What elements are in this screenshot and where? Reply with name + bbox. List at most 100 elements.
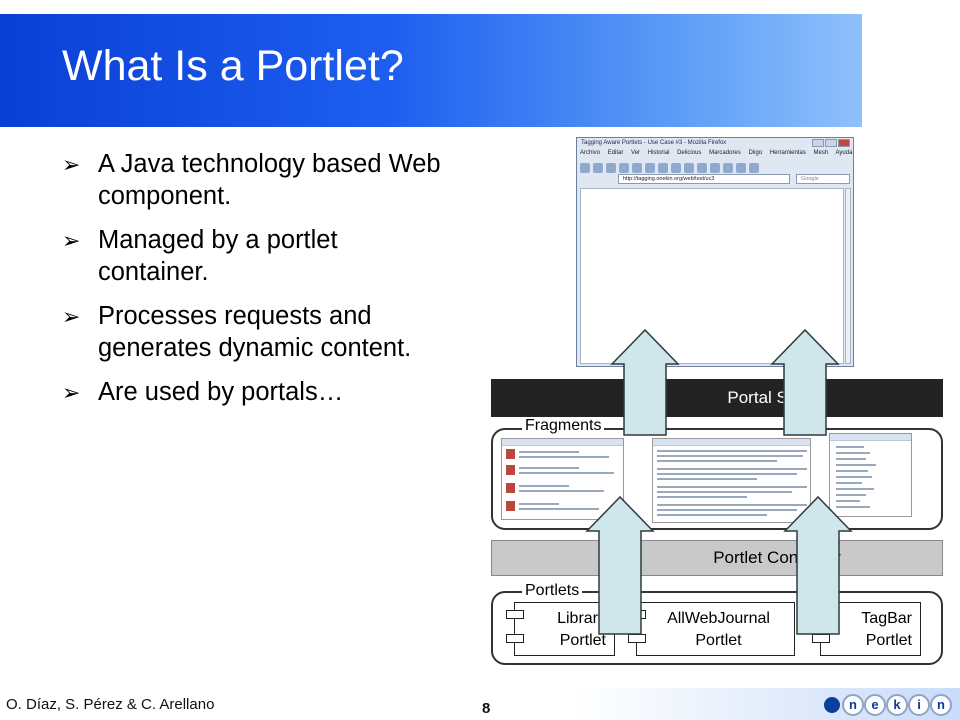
portlets-group <box>491 591 943 665</box>
text-line <box>836 482 862 484</box>
logo-letter: k <box>886 694 908 716</box>
portlets-label: Portlets <box>522 582 583 600</box>
maximize-icon[interactable] <box>825 139 837 147</box>
footer-band <box>0 688 960 720</box>
up-arrow-icon <box>610 328 680 436</box>
slide-title: What Is a Portlet? <box>62 42 404 90</box>
arrow-bullet-icon: ➢ <box>62 304 81 329</box>
fragment-titlebar <box>502 439 623 446</box>
allwebjournal-fragment <box>652 438 811 523</box>
component-tab-icon <box>506 610 524 619</box>
toolbar-icon[interactable] <box>684 163 694 173</box>
text-line <box>657 509 797 511</box>
menu-item[interactable]: Ver <box>631 150 641 156</box>
menu-item[interactable]: Editar <box>607 150 624 156</box>
bullet-item: ➢ Managed by a portlet container. <box>62 224 452 288</box>
text-line <box>836 506 870 508</box>
up-arrow-icon <box>783 495 853 635</box>
menu-item[interactable]: Herramientas <box>769 150 806 156</box>
bullet-item: ➢ Are used by portals… <box>62 376 452 408</box>
text-line <box>519 503 559 505</box>
close-icon[interactable] <box>838 139 850 147</box>
text-line <box>836 500 860 502</box>
back-icon[interactable] <box>580 163 590 173</box>
text-line <box>657 478 757 480</box>
menu-item[interactable]: Ayuda <box>835 150 853 156</box>
logo-letter: n <box>930 694 952 716</box>
browser-toolbar <box>580 160 762 173</box>
title-banner <box>0 14 862 127</box>
menu-item[interactable]: Diigo <box>748 150 763 156</box>
onekin-logo: n e k i n <box>822 690 957 718</box>
library-fragment <box>501 438 624 520</box>
bullet-text: Processes requests and generates dynamic… <box>98 302 412 362</box>
logo-letter: n <box>842 694 864 716</box>
toolbar-icon[interactable] <box>671 163 681 173</box>
toolbar-icon[interactable] <box>697 163 707 173</box>
toolbar-icon[interactable] <box>710 163 720 173</box>
portlet-name: AllWebJournal <box>667 610 770 627</box>
up-arrow-icon <box>585 495 655 635</box>
logo-letter: i <box>908 694 930 716</box>
text-line <box>657 460 777 462</box>
forward-icon[interactable] <box>593 163 603 173</box>
portlet-suffix: Portlet <box>865 632 912 649</box>
text-line <box>657 450 807 452</box>
component-tab-icon <box>506 634 524 643</box>
text-line <box>657 473 797 475</box>
toolbar-icon[interactable] <box>658 163 668 173</box>
text-line <box>836 446 864 448</box>
url-field[interactable]: http://tagging.onekin.org/web/test/uc3 <box>618 174 790 184</box>
text-line <box>519 508 599 510</box>
toolbar-icon[interactable] <box>723 163 733 173</box>
menu-item[interactable]: Delicious <box>677 150 702 156</box>
text-line <box>657 491 792 493</box>
menu-item[interactable]: Archivo <box>580 150 601 156</box>
text-line <box>836 452 870 454</box>
text-line <box>657 486 807 488</box>
search-input[interactable]: Google <box>796 174 850 184</box>
menu-item[interactable]: Mesh <box>813 150 829 156</box>
up-arrow-icon <box>770 328 840 436</box>
minimize-icon[interactable] <box>812 139 824 147</box>
bullet-text: Are used by portals… <box>98 378 344 406</box>
footer-authors: O. Díaz, S. Pérez & C. Arellano <box>6 696 215 713</box>
book-thumbnail-icon <box>506 465 515 475</box>
text-line <box>836 464 876 466</box>
toolbar-icon[interactable] <box>645 163 655 173</box>
text-line <box>519 451 579 453</box>
bullet-text: Managed by a portlet container. <box>98 226 338 286</box>
toolbar-icon[interactable] <box>749 163 759 173</box>
portlet-suffix: Portlet <box>695 632 742 649</box>
text-line <box>519 467 579 469</box>
tagbar-fragment <box>829 433 912 517</box>
arrow-bullet-icon: ➢ <box>62 228 81 253</box>
book-thumbnail-icon <box>506 501 515 511</box>
text-line <box>519 490 604 492</box>
vertical-scrollbar[interactable] <box>845 188 851 364</box>
tagbar-portlet-component: TagBar Portlet <box>812 602 921 656</box>
home-icon[interactable] <box>632 163 642 173</box>
window-controls <box>811 139 850 148</box>
reload-icon[interactable] <box>606 163 616 173</box>
text-line <box>519 485 569 487</box>
text-line <box>836 476 872 478</box>
book-thumbnail-icon <box>506 483 515 493</box>
portlet-name: Library <box>557 610 606 627</box>
menu-item[interactable]: Marcadores <box>709 150 741 156</box>
library-portlet-component: Library Portlet <box>506 602 615 656</box>
fragment-titlebar <box>653 439 810 446</box>
browser-title: Tagging Aware Portlets - Use Case #3 - M… <box>581 140 727 146</box>
text-line <box>836 470 868 472</box>
bullet-text: A Java technology based Web component. <box>98 150 441 210</box>
text-line <box>519 472 614 474</box>
portal-server-bar: Portal Server <box>491 379 943 417</box>
arrow-bullet-icon: ➢ <box>62 380 81 405</box>
text-line <box>657 496 747 498</box>
bullet-list: ➢A Java technology based Web component. … <box>62 148 452 420</box>
stop-icon[interactable] <box>619 163 629 173</box>
logo-dot-icon <box>824 697 840 713</box>
menu-item[interactable]: Historial <box>647 150 670 156</box>
toolbar-icon[interactable] <box>736 163 746 173</box>
